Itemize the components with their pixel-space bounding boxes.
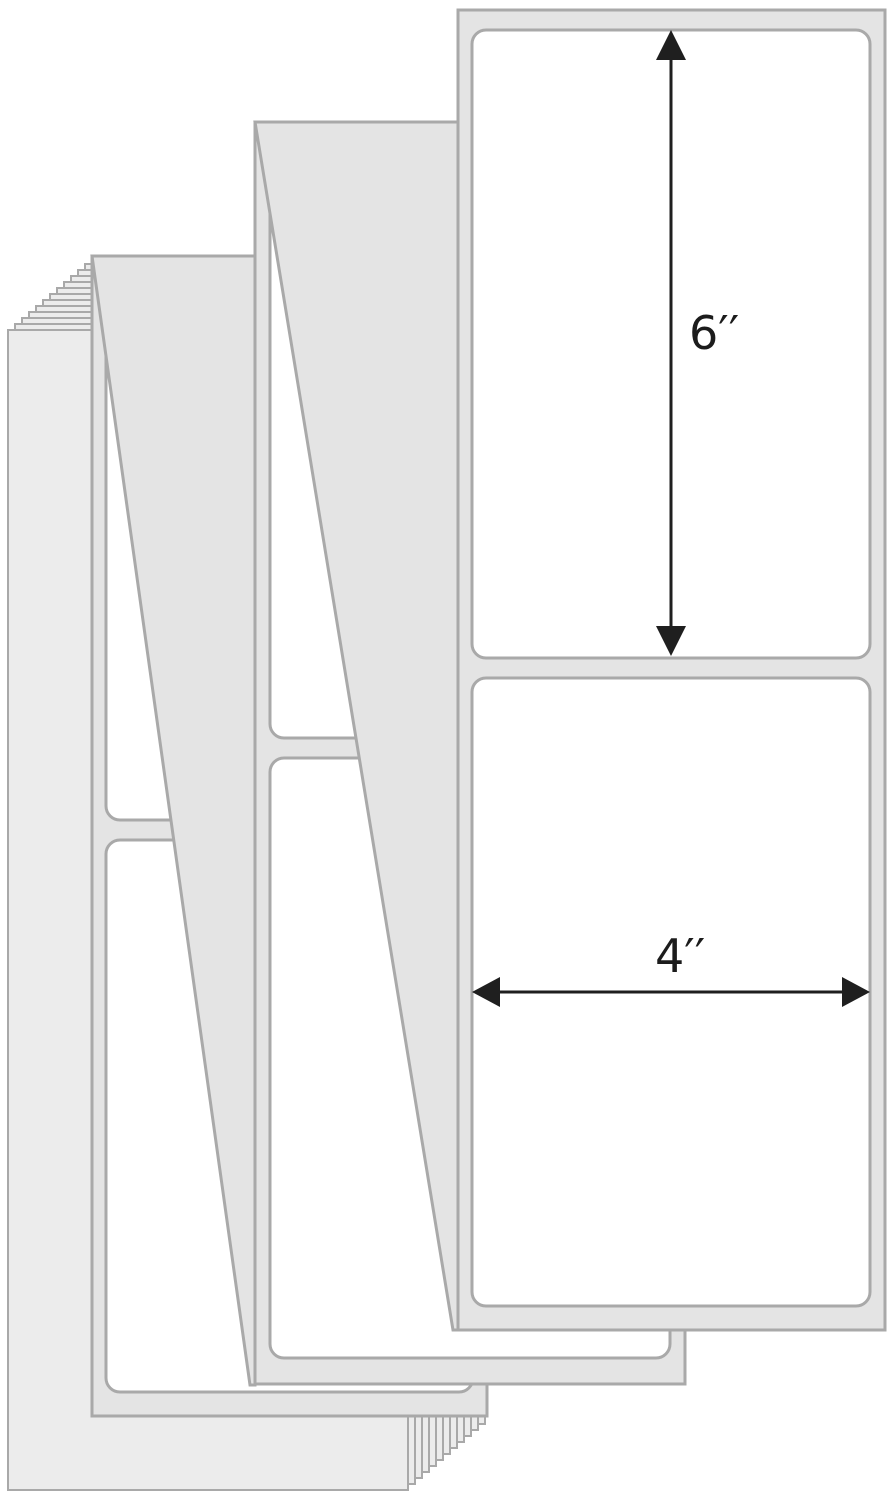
- height-dimension-label: 6′′: [689, 306, 739, 360]
- height-arrow-head-top: [656, 30, 686, 60]
- width-dimension: 4′′: [472, 929, 870, 1007]
- width-arrow-head-right: [842, 977, 870, 1007]
- height-dimension: 6′′: [656, 30, 760, 656]
- width-arrow-head-left: [472, 977, 500, 1007]
- width-dimension-label: 4′′: [655, 929, 705, 983]
- height-arrow-head-bottom: [656, 626, 686, 656]
